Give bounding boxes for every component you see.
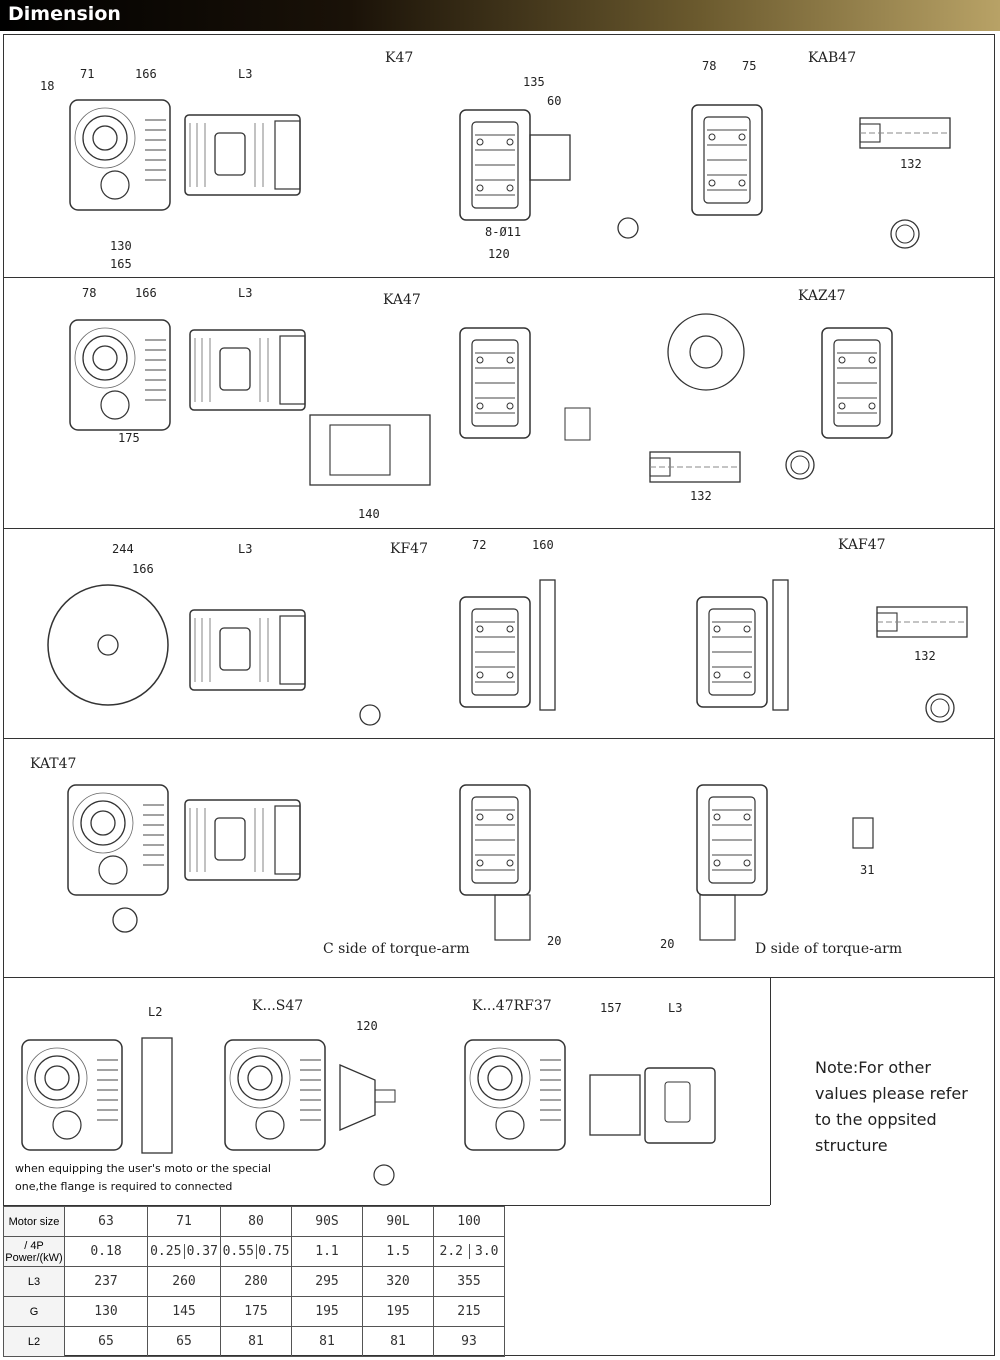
table-cell: 63: [64, 1206, 148, 1237]
table-cell: 355: [433, 1266, 505, 1297]
table-cell: 90S: [291, 1206, 363, 1237]
ka47-title: KA47: [383, 292, 421, 308]
dim-label: 130: [110, 239, 132, 253]
section-divider: [3, 1205, 770, 1206]
dim-label: 140: [358, 507, 380, 521]
dim-label: 166: [135, 286, 157, 300]
table-cell: 145: [147, 1296, 221, 1327]
table-cell: 81: [220, 1326, 292, 1357]
row-header: G: [3, 1296, 65, 1327]
dim-label: 71: [80, 67, 94, 81]
row-header: L3: [3, 1266, 65, 1297]
section-divider: [3, 277, 995, 278]
section-divider: [3, 977, 995, 978]
c-side-label: C side of torque-arm: [323, 941, 470, 957]
dim-label: L3: [668, 1001, 682, 1015]
table-cell: 215: [433, 1296, 505, 1327]
dim-label: 78: [702, 59, 716, 73]
table-cell: 237: [64, 1266, 148, 1297]
table-cell: 195: [291, 1296, 363, 1327]
row-header: Motor size: [3, 1206, 65, 1237]
table-cell: 81: [362, 1326, 434, 1357]
header-banner: Dimension: [0, 0, 1000, 31]
dim-label: L3: [238, 286, 252, 300]
table-cell: 81: [291, 1326, 363, 1357]
dim-label: 166: [135, 67, 157, 81]
flange-note: when equipping the user's moto or the sp…: [15, 1162, 271, 1193]
dim-label: 18: [40, 79, 54, 93]
dim-label: 120: [488, 247, 510, 261]
kat47-title: KAT47: [30, 756, 76, 772]
dim-label: L2: [148, 1005, 162, 1019]
page-title: Dimension: [8, 3, 121, 25]
table-cell: 260: [147, 1266, 221, 1297]
table-cell: 71: [147, 1206, 221, 1237]
table-cell: 65: [147, 1326, 221, 1357]
table-row: L2 65 65 81 81 81 93: [3, 1326, 505, 1357]
kaf47-title: KAF47: [838, 537, 886, 553]
table-cell: 100: [433, 1206, 505, 1237]
table-cell: 175: [220, 1296, 292, 1327]
note-divider: [770, 977, 771, 1205]
dim-label: 31: [860, 863, 874, 877]
note-text: Note:For other values please refer to th…: [815, 1058, 968, 1155]
table-cell: 195: [362, 1296, 434, 1327]
k47-title: K47: [385, 50, 413, 66]
row-header: / 4P Power/(kW): [3, 1236, 65, 1267]
row-header: L2: [3, 1326, 65, 1357]
section-divider: [3, 738, 995, 739]
table-cell: 1.5: [362, 1236, 434, 1267]
table-cell: 0.18: [64, 1236, 148, 1267]
dim-label: 165: [110, 257, 132, 271]
table-row: L3 237 260 280 295 320 355: [3, 1266, 505, 1297]
ks47-title: K...S47: [252, 998, 303, 1014]
kab47-title: KAB47: [808, 50, 856, 66]
table-cell: 80: [220, 1206, 292, 1237]
dim-label: 60: [547, 94, 561, 108]
dim-label: 244: [112, 542, 134, 556]
table-cell: 295: [291, 1266, 363, 1297]
kf47-title: KF47: [390, 541, 428, 557]
table-cell: 65: [64, 1326, 148, 1357]
table-cell: 280: [220, 1266, 292, 1297]
dim-label: 8-Ø11: [485, 225, 521, 239]
dim-label: 20: [660, 937, 674, 951]
dim-label: 132: [914, 649, 936, 663]
table-row: G 130 145 175 195 195 215: [3, 1296, 505, 1327]
dim-label: 132: [690, 489, 712, 503]
table-row: Motor size 63 71 80 90S 90L 100: [3, 1206, 505, 1237]
dim-label: 157: [600, 1001, 622, 1015]
section-divider: [3, 528, 995, 529]
k47rf37-title: K...47RF37: [472, 998, 552, 1014]
table-cell: 130: [64, 1296, 148, 1327]
table-cell: 90L: [362, 1206, 434, 1237]
dim-label: 132: [900, 157, 922, 171]
table-cell: 1.1: [291, 1236, 363, 1267]
table-cell: 93: [433, 1326, 505, 1357]
dim-label: L3: [238, 67, 252, 81]
motor-table: Motor size 63 71 80 90S 90L 100 / 4P Pow…: [3, 1206, 505, 1357]
d-side-label: D side of torque-arm: [755, 941, 902, 957]
dim-label: 78: [82, 286, 96, 300]
dim-label: 120: [356, 1019, 378, 1033]
dim-label: 75: [742, 59, 756, 73]
dim-label: L3: [238, 542, 252, 556]
dim-label: 166: [132, 562, 154, 576]
dim-label: 72: [472, 538, 486, 552]
kaz47-title: KAZ47: [798, 288, 846, 304]
table-cell: 320: [362, 1266, 434, 1297]
dim-label: 160: [532, 538, 554, 552]
dim-label: 135: [523, 75, 545, 89]
dim-label: 175: [118, 431, 140, 445]
dim-label: 20: [547, 934, 561, 948]
